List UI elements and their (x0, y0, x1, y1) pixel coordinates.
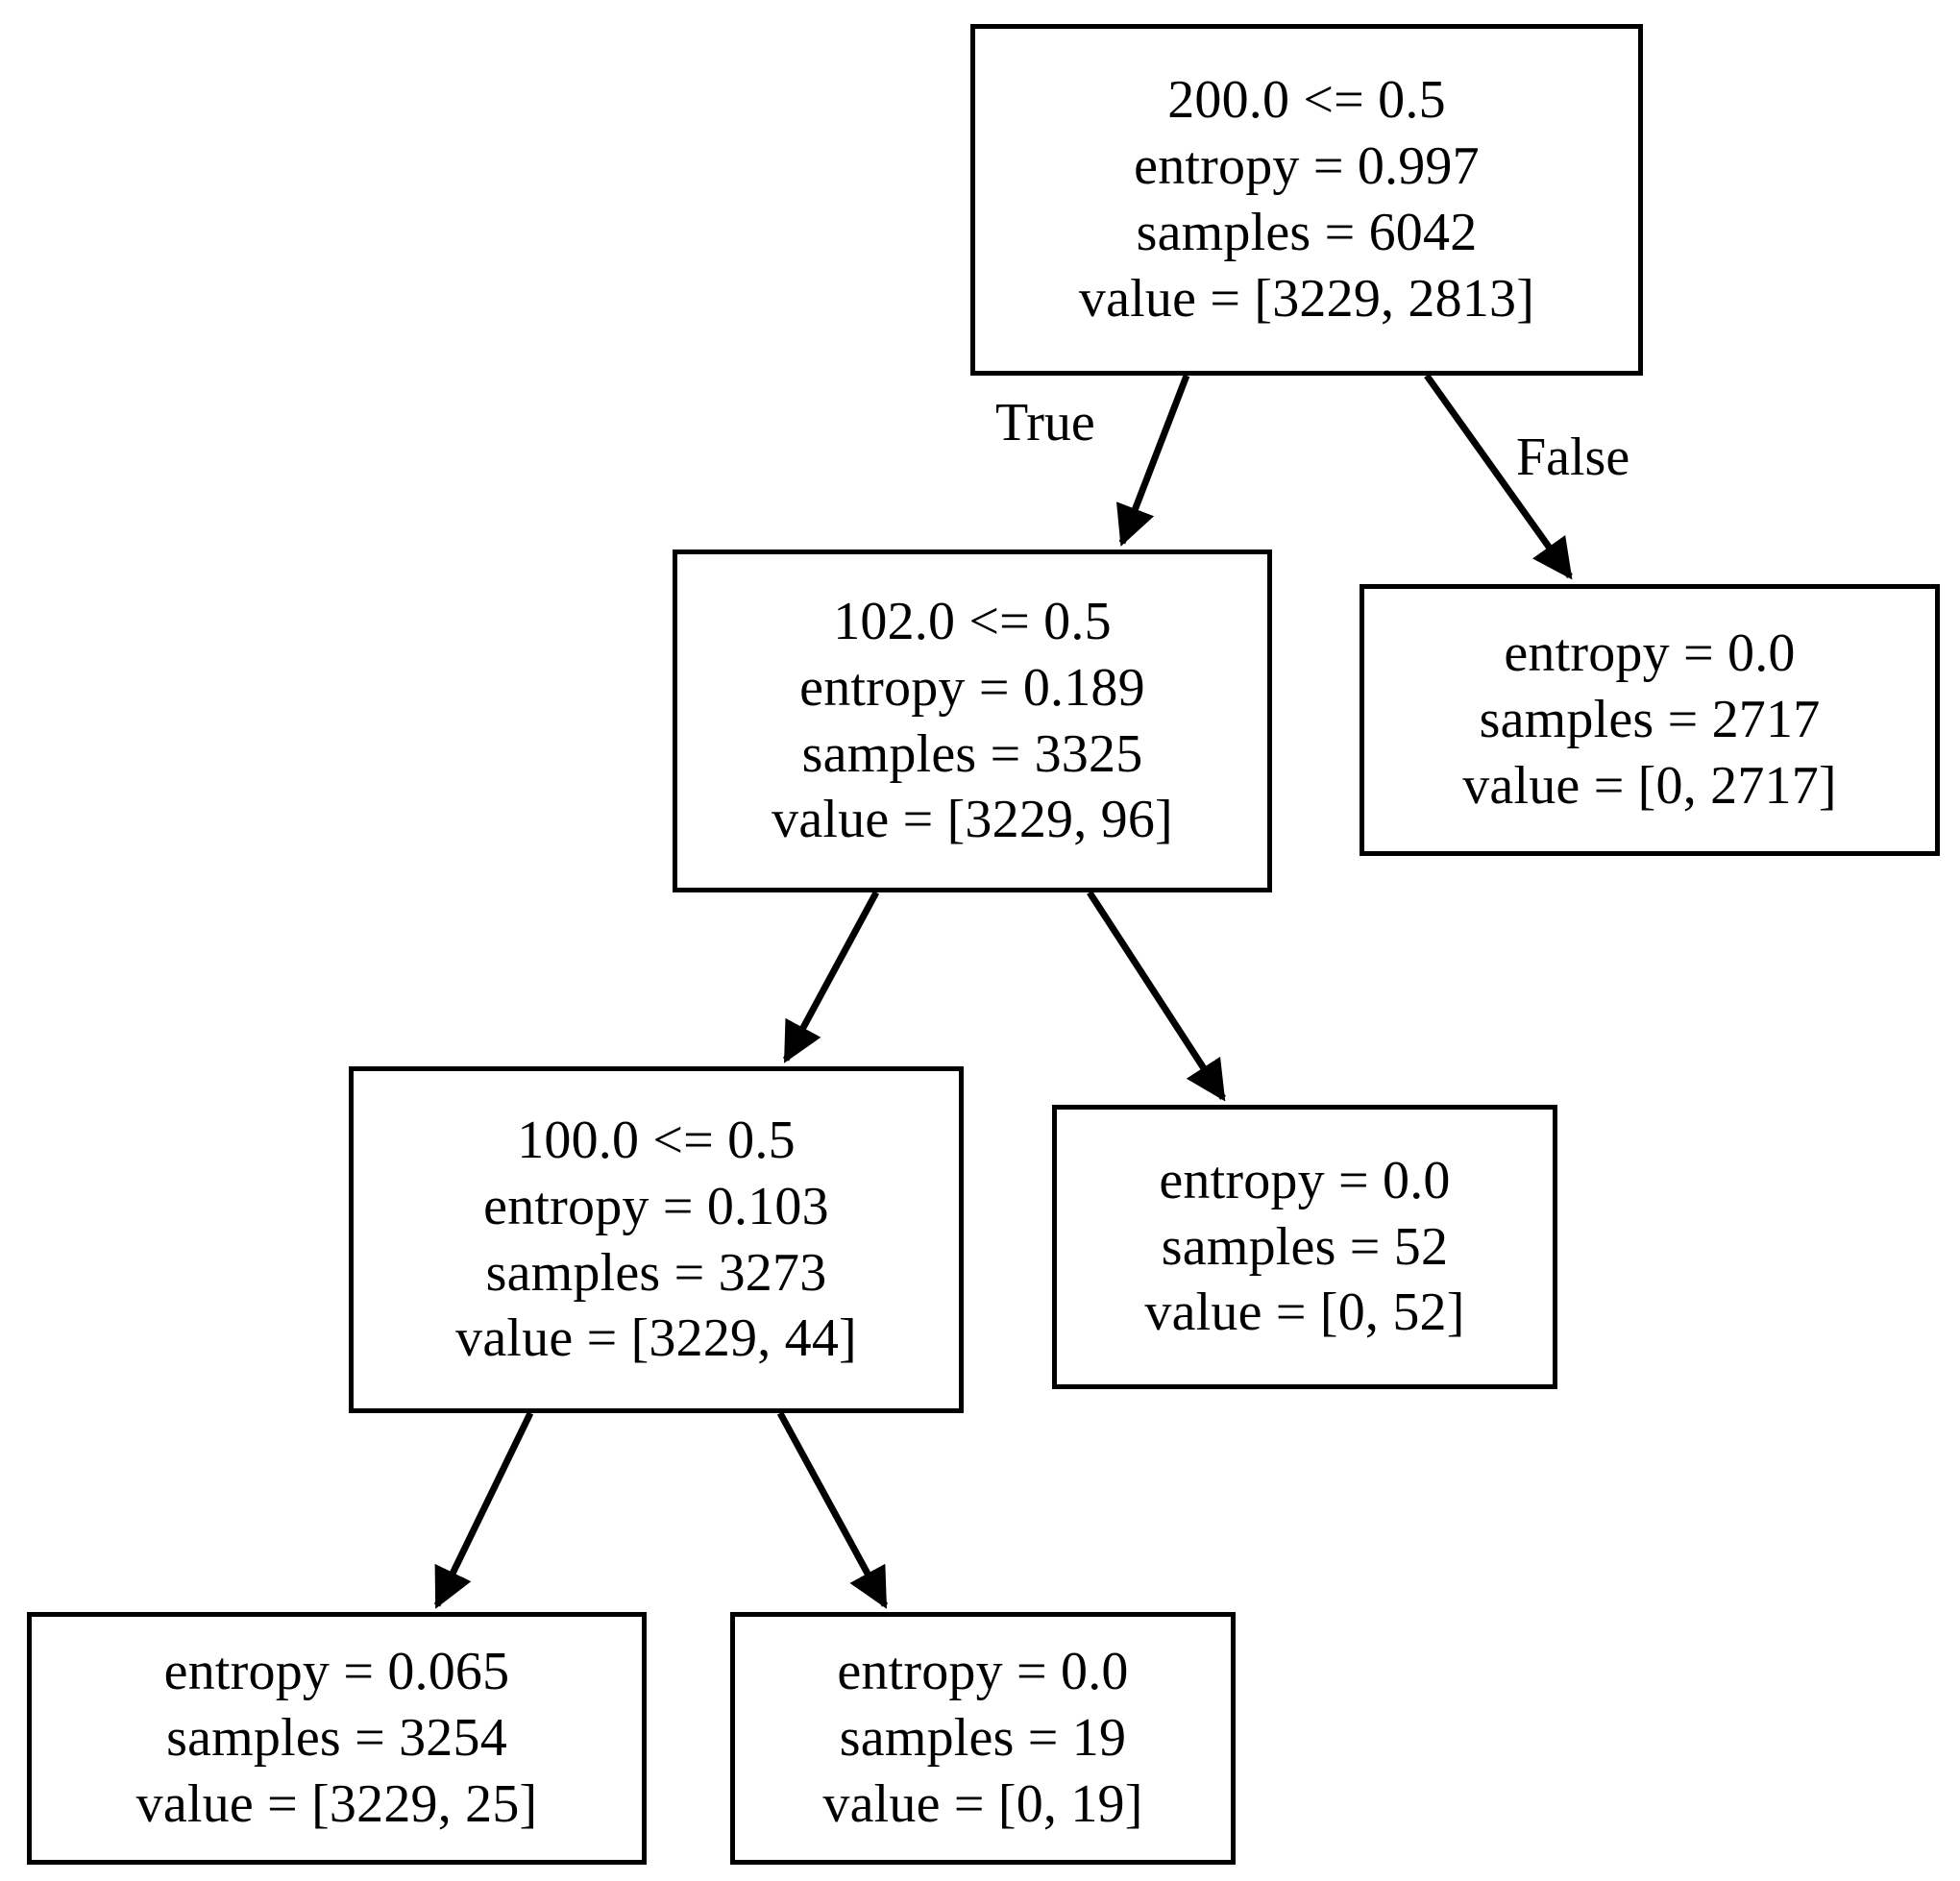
node-entropy: entropy = 0.0 (1504, 623, 1796, 684)
node-value: value = [3229, 2813] (1078, 268, 1535, 329)
edge-root-to-left (1115, 374, 1190, 547)
node-entropy: entropy = 0.0 (1159, 1150, 1451, 1210)
node-split-condition: 200.0 <= 0.5 (1167, 70, 1446, 131)
node-samples: samples = 19 (839, 1708, 1127, 1769)
edge-label-true: True (995, 393, 1095, 452)
edge-label-false: False (1516, 428, 1630, 487)
node-samples: samples = 3325 (801, 723, 1143, 784)
node-entropy: entropy = 0.997 (1134, 136, 1480, 197)
node-samples: samples = 3273 (485, 1242, 827, 1303)
tree-node-root[interactable]: 200.0 <= 0.5 entropy = 0.997 samples = 6… (970, 24, 1643, 376)
tree-node-l2-right-leaf[interactable]: entropy = 0.0 samples = 52 value = [0, 5… (1052, 1105, 1557, 1389)
node-value: value = [3229, 44] (455, 1308, 857, 1369)
node-value: value = [0, 19] (822, 1773, 1143, 1834)
node-samples: samples = 6042 (1136, 203, 1478, 262)
edge-l2left-to-leafleft (433, 1411, 534, 1609)
node-value: value = [3229, 96] (772, 790, 1173, 850)
edge-l2left-to-leafright (776, 1411, 889, 1609)
node-value: value = [0, 2717] (1462, 755, 1837, 816)
node-value: value = [0, 52] (1144, 1282, 1465, 1343)
node-samples: samples = 52 (1161, 1216, 1449, 1277)
tree-node-l2-left[interactable]: 100.0 <= 0.5 entropy = 0.103 samples = 3… (349, 1066, 964, 1413)
edge-l1left-to-l2left (782, 891, 880, 1063)
tree-node-l3-right-leaf[interactable]: entropy = 0.0 samples = 19 value = [0, 1… (730, 1612, 1236, 1865)
node-entropy: entropy = 0.0 (837, 1642, 1129, 1702)
node-entropy: entropy = 0.065 (163, 1642, 510, 1702)
node-split-condition: 100.0 <= 0.5 (517, 1110, 796, 1170)
tree-node-l3-left-leaf[interactable]: entropy = 0.065 samples = 3254 value = [… (27, 1612, 647, 1865)
node-entropy: entropy = 0.189 (799, 657, 1145, 718)
edge-l1left-to-l2right (1087, 891, 1226, 1102)
node-samples: samples = 2717 (1479, 690, 1821, 750)
tree-node-l1-right-leaf[interactable]: entropy = 0.0 samples = 2717 value = [0,… (1360, 584, 1940, 856)
node-split-condition: 102.0 <= 0.5 (833, 591, 1112, 651)
node-samples: samples = 3254 (166, 1708, 507, 1769)
tree-node-l1-left[interactable]: 102.0 <= 0.5 entropy = 0.189 samples = 3… (673, 550, 1272, 892)
node-value: value = [3229, 25] (135, 1773, 538, 1834)
node-entropy: entropy = 0.103 (483, 1176, 829, 1236)
